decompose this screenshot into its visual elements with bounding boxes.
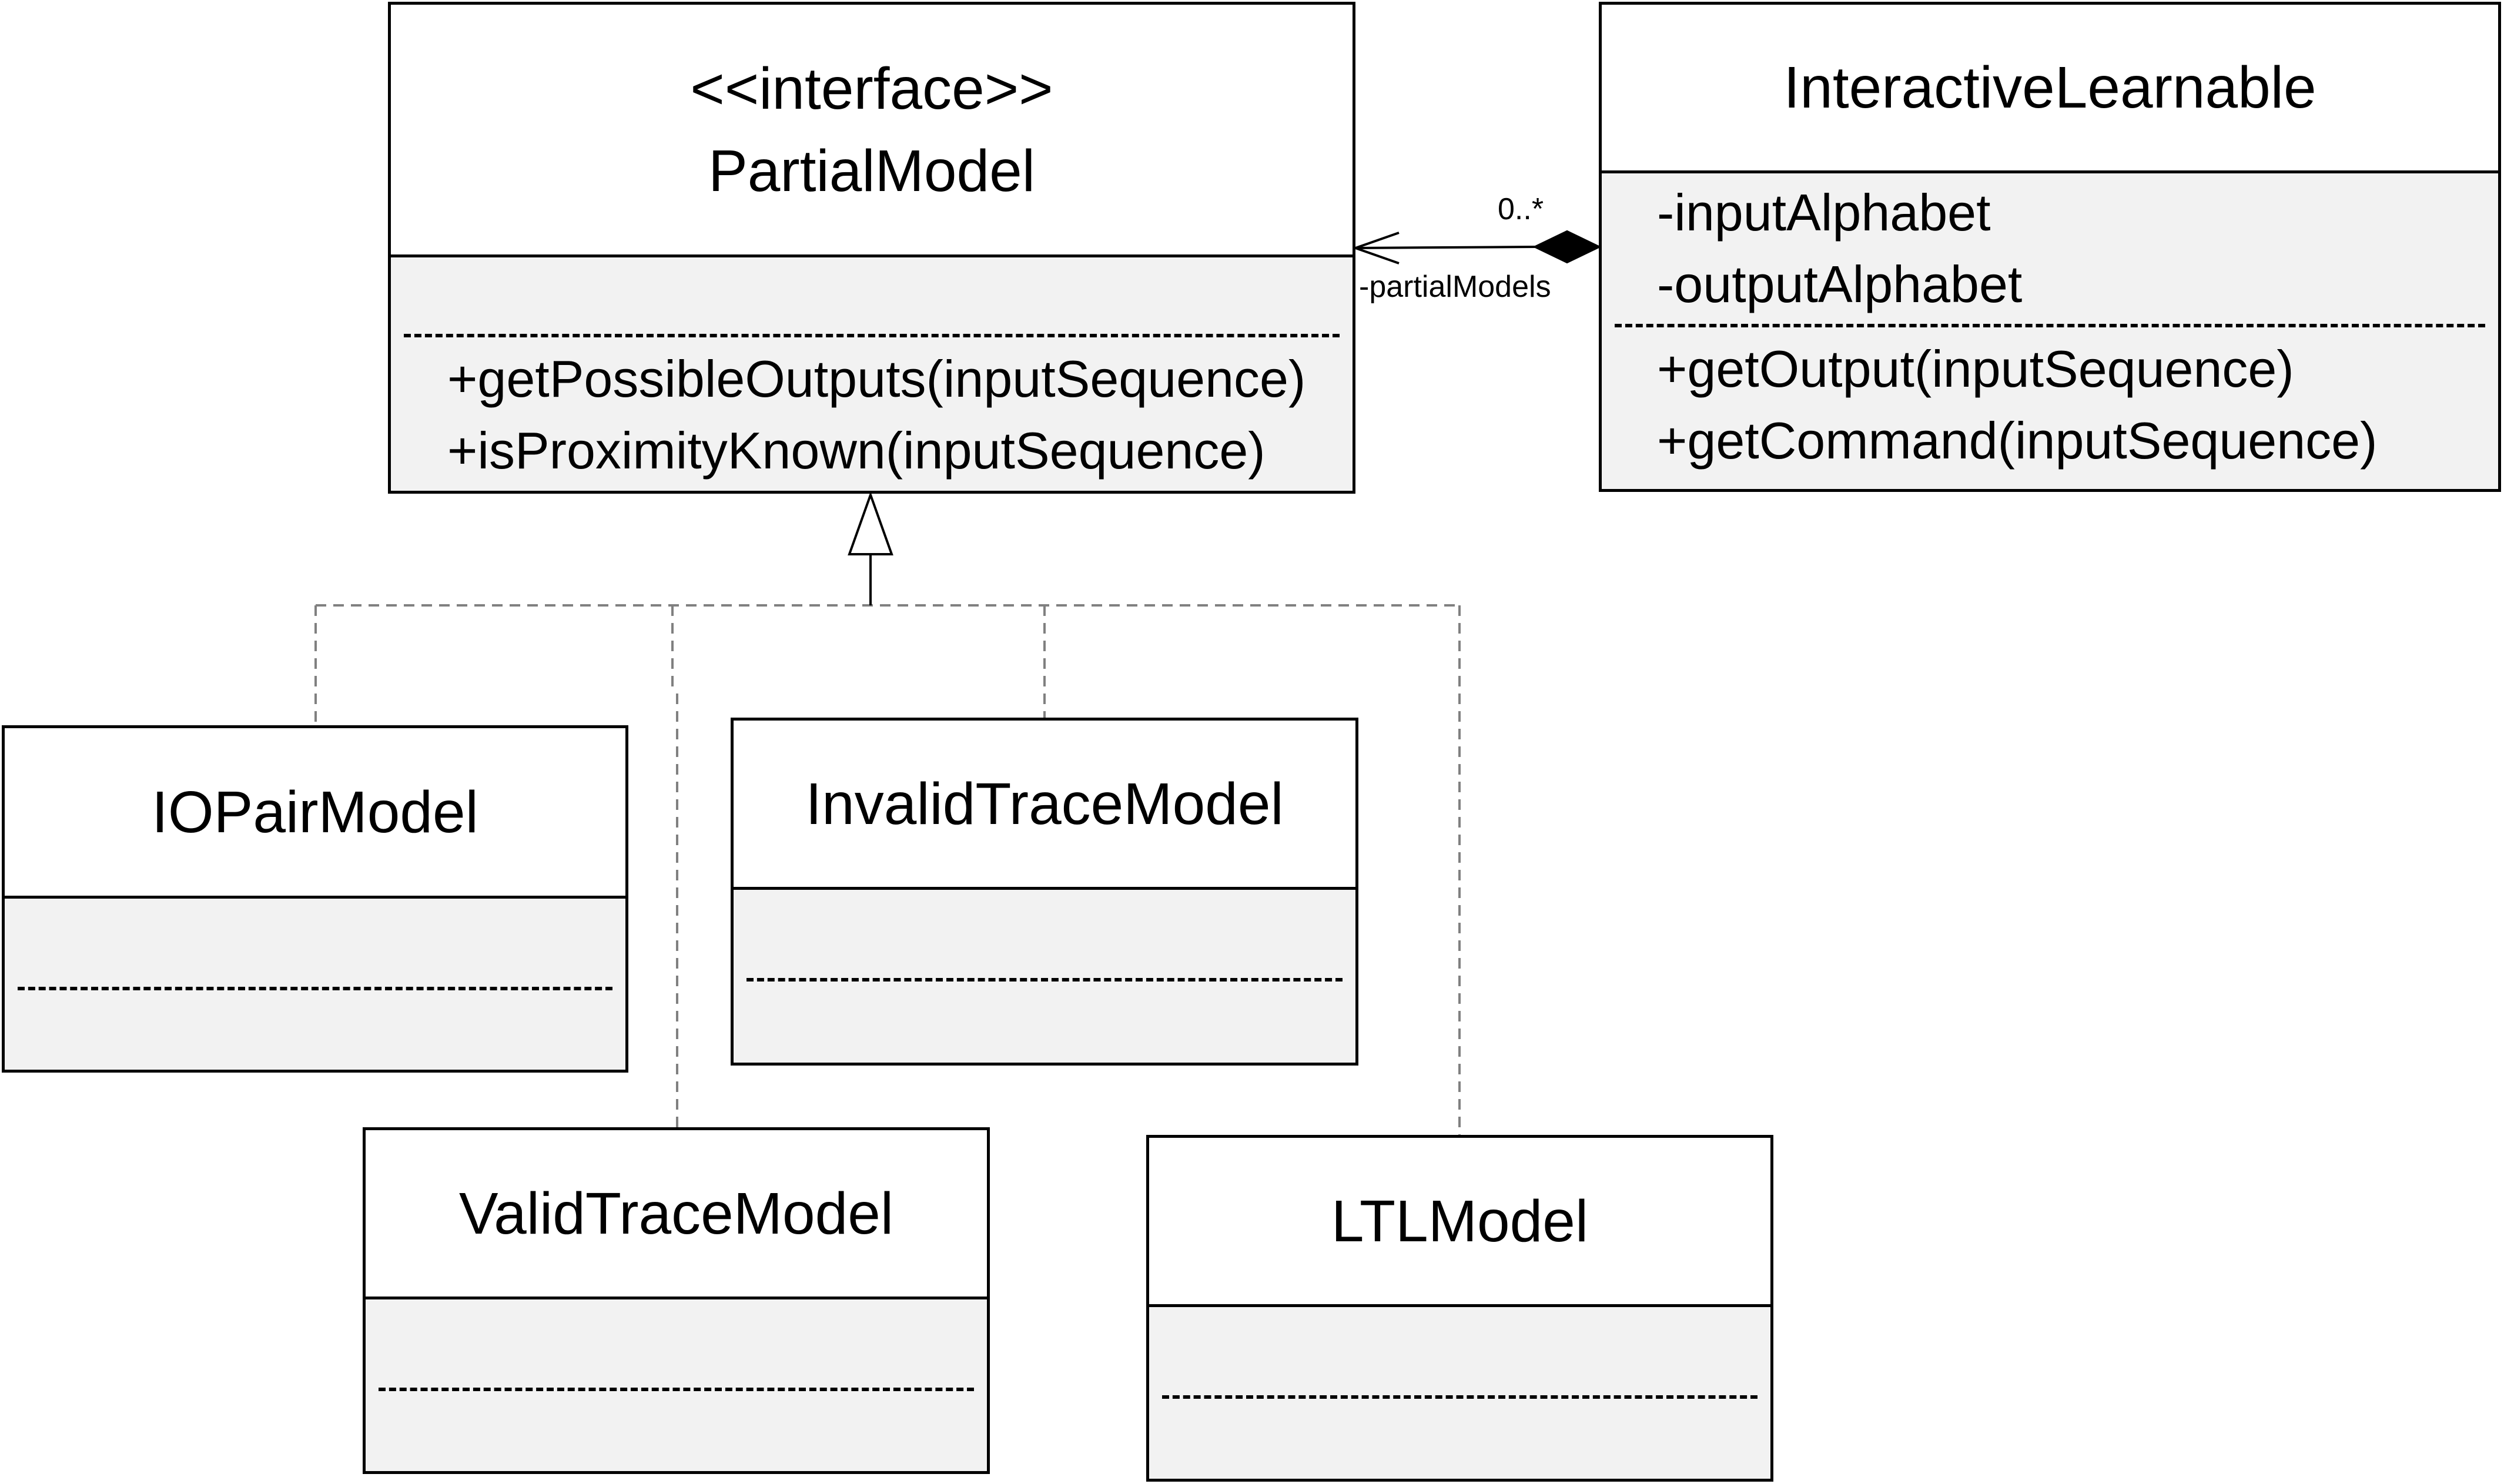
attribute-row: -inputAlphabet (1657, 183, 1991, 242)
class-name: PartialModel (708, 138, 1035, 204)
operation-row: +isProximityKnown(inputSequence) (447, 421, 1266, 480)
class-name: LTLModel (1331, 1188, 1589, 1254)
operation-compartment: +getOutput(inputSequence) +getCommand(in… (1602, 327, 2498, 477)
class-name-compartment: ValidTraceModel (366, 1130, 987, 1299)
realization-connectors (314, 604, 1461, 1135)
class-body-compartment: +getPossibleOutputs(inputSequence) +isPr… (391, 257, 1353, 491)
class-interactive-learnable: InteractiveLearnable -inputAlphabet -out… (1599, 2, 2501, 492)
class-partial-model: <<interface>> PartialModel +getPossibleO… (388, 2, 1355, 494)
class-name-compartment: InteractiveLearnable (1602, 5, 2498, 173)
association-arrowhead (1351, 232, 1400, 264)
class-body-compartment (734, 890, 1355, 1063)
class-name-compartment: LTLModel (1149, 1138, 1770, 1307)
compartment-separator (1615, 324, 2485, 327)
class-invalid-trace-model: InvalidTraceModel (731, 718, 1358, 1066)
class-name: InvalidTraceModel (805, 771, 1284, 837)
class-name: IOPairModel (152, 779, 478, 845)
operation-row: +getPossibleOutputs(inputSequence) (447, 350, 1306, 408)
attribute-compartment (734, 890, 1355, 978)
attribute-row: -outputAlphabet (1657, 255, 2023, 313)
stereotype-label: <<interface>> (690, 55, 1053, 122)
composition-diamond (1532, 230, 1602, 264)
compartment-separator (404, 334, 1340, 337)
operation-row: +getCommand(inputSequence) (1657, 411, 2378, 470)
class-body-compartment (366, 1299, 987, 1471)
class-name-compartment: <<interface>> PartialModel (391, 5, 1353, 257)
class-name: ValidTraceModel (458, 1180, 894, 1247)
multiplicity-label: 0..* (1498, 192, 1544, 226)
compartment-separator (1162, 1395, 1758, 1399)
class-name: InteractiveLearnable (1783, 55, 2316, 120)
class-name-compartment: InvalidTraceModel (734, 721, 1355, 890)
compartment-separator (18, 987, 612, 990)
attribute-compartment (1149, 1307, 1770, 1395)
class-ltl-model: LTLModel (1146, 1135, 1773, 1482)
class-valid-trace-model: ValidTraceModel (363, 1127, 990, 1474)
attribute-compartment (391, 257, 1353, 334)
realization-arrowhead (848, 491, 893, 555)
class-body-compartment (5, 899, 625, 1070)
class-body-compartment: -inputAlphabet -outputAlphabet +getOutpu… (1602, 173, 2498, 489)
role-label: -partialModels (1359, 270, 1551, 304)
class-name-compartment: IOPairModel (5, 728, 625, 899)
attribute-compartment (5, 899, 625, 987)
association-line (1355, 246, 1536, 249)
class-body-compartment (1149, 1307, 1770, 1479)
attribute-compartment (366, 1299, 987, 1388)
compartment-separator (746, 978, 1343, 981)
operation-row: +getOutput(inputSequence) (1657, 340, 2294, 398)
compartment-separator (379, 1388, 974, 1391)
class-io-pair-model: IOPairModel (2, 725, 628, 1073)
operation-compartment: +getPossibleOutputs(inputSequence) +isPr… (391, 337, 1353, 487)
attribute-compartment: -inputAlphabet -outputAlphabet (1602, 173, 2498, 324)
